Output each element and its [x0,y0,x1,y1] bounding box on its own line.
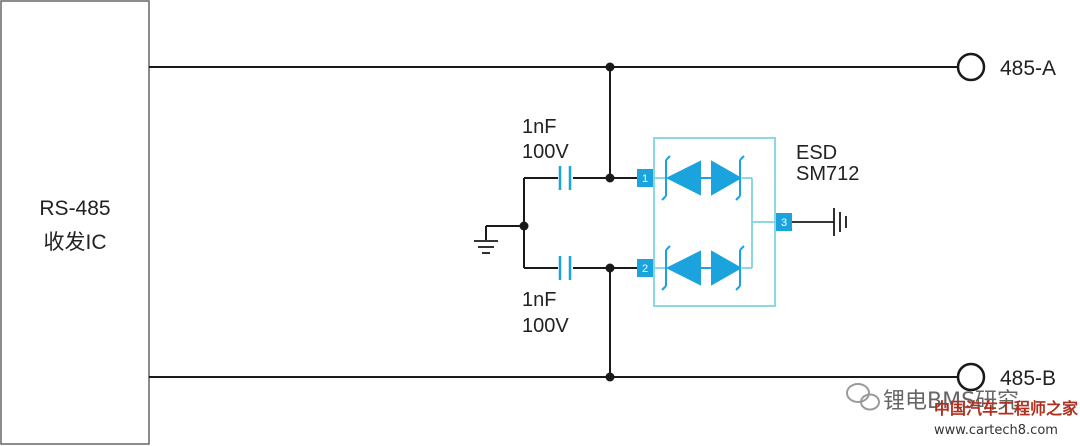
ic-label-line1: RS-485 [39,197,110,220]
ic-label-line2: 收发IC [44,231,107,254]
esd-device: 1 2 3 [637,137,792,307]
cap-bottom-voltage: 100V [522,315,569,337]
capacitor-top [558,166,572,190]
watermark-text1: 锂电BMS研究 [883,389,1019,414]
ground-symbol-right [792,208,847,236]
esd-diodes-bottom [661,245,745,291]
terminal-b [956,362,986,392]
terminal-b-label: 485-B [1000,367,1056,390]
esd-diodes-top [661,155,745,201]
terminal-a-label: 485-A [1000,57,1056,80]
watermark: 锂电BMS研究 中国汽车工程师之家 www.cartech8.com [846,383,1079,438]
esd-title: ESD [796,142,837,164]
cap-top-value: 1nF [522,116,556,138]
terminal-a [956,52,986,82]
esd-pin2-label: 2 [642,263,648,275]
esd-pin2-box [637,259,653,277]
cap-bottom-value: 1nF [522,289,556,311]
esd-pin3-box [776,213,792,231]
cap-top-voltage: 100V [522,141,569,163]
watermark-text2: 中国汽车工程师之家 [934,399,1079,418]
esd-part: SM712 [796,163,859,185]
capacitor-bottom [558,256,572,280]
esd-pin1-box [637,169,653,187]
rs485-ic-block: RS-485 收发IC [0,0,150,445]
esd-pin3-label: 3 [781,217,787,229]
esd-pin1-label: 1 [642,173,648,185]
watermark-url: www.cartech8.com [934,423,1058,438]
ground-symbol-left [474,240,498,254]
wechat-icon [846,383,880,411]
junction-dots [519,62,615,382]
